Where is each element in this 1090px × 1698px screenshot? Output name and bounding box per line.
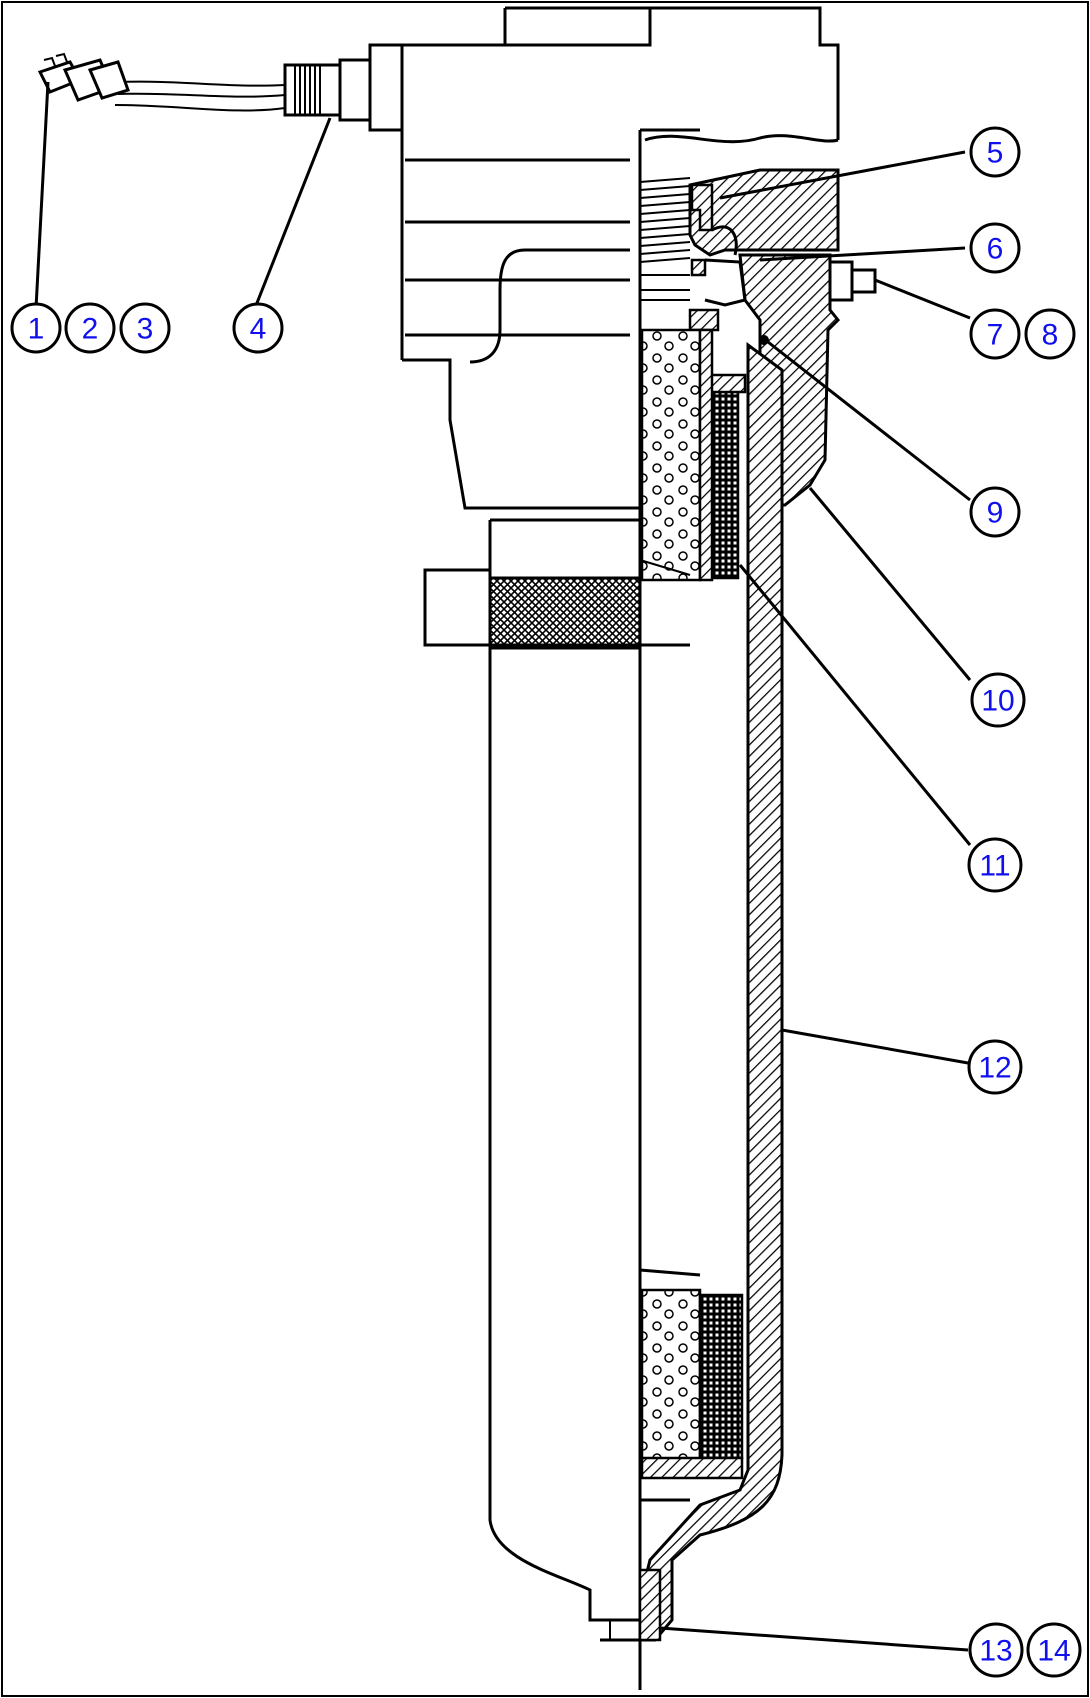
- callout-8: 8: [1024, 308, 1076, 360]
- filter-element-bottom: [639, 1268, 744, 1502]
- callout-2: 2: [64, 302, 116, 354]
- callout-4: 4: [232, 302, 284, 354]
- callout-2-label: 2: [82, 313, 99, 346]
- callout-8-label: 8: [1042, 319, 1059, 352]
- callout-1-label: 1: [28, 313, 45, 346]
- callout-14-label: 14: [1037, 1635, 1070, 1668]
- callout-14: 14: [1026, 1622, 1082, 1678]
- callout-12: 12: [967, 1039, 1023, 1095]
- wire-harness: [114, 80, 286, 112]
- callout-9: 9: [969, 486, 1021, 538]
- callout-12-label: 12: [978, 1052, 1011, 1085]
- callout-7: 7: [969, 308, 1021, 360]
- callout-3: 3: [119, 302, 171, 354]
- callout-11-label: 11: [979, 850, 1010, 883]
- leader-lines: [34, 81, 972, 1652]
- filter-head: [383, 6, 877, 590]
- callout-3-label: 3: [137, 313, 154, 346]
- electrical-connector: [37, 52, 130, 102]
- callout-7-label: 7: [987, 319, 1004, 352]
- pressure-sensor: [283, 43, 404, 132]
- callout-10-label: 10: [981, 685, 1014, 718]
- filter-element-top: [639, 328, 747, 582]
- callout-5-label: 5: [987, 137, 1004, 170]
- callout-13-label: 13: [979, 1635, 1012, 1668]
- callout-6: 6: [969, 222, 1021, 274]
- callout-4-label: 4: [250, 313, 267, 346]
- callout-6-label: 6: [987, 233, 1004, 266]
- callout-9-label: 9: [987, 497, 1004, 530]
- callout-5: 5: [969, 126, 1021, 178]
- callout-1: 1: [10, 302, 62, 354]
- callout-13: 13: [968, 1622, 1024, 1678]
- callout-10: 10: [970, 672, 1026, 728]
- callout-11: 11: [967, 837, 1023, 893]
